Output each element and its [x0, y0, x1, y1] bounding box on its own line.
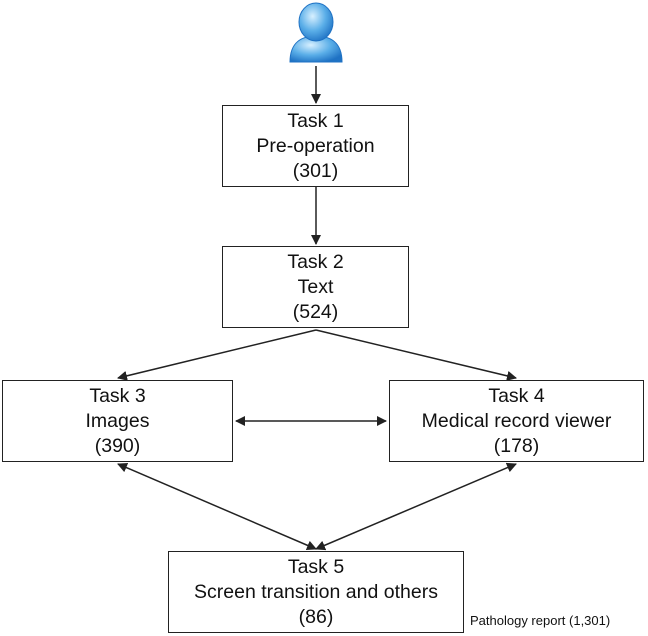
user-icon	[289, 2, 343, 63]
task-5-box: Task 5 Screen transition and others (86)	[168, 551, 464, 633]
task-2-box: Task 2 Text (524)	[222, 246, 409, 328]
task-1-subtitle: Pre-operation	[256, 134, 375, 157]
task-5-count: (86)	[298, 605, 334, 628]
task-3-subtitle: Images	[85, 409, 150, 432]
task-2-count: (524)	[292, 300, 339, 323]
task-4-box: Task 4 Medical record viewer (178)	[389, 380, 644, 462]
arrow-task2-to-task4	[315, 329, 517, 381]
task-1-title: Task 1	[287, 109, 344, 132]
task-5-title: Task 5	[287, 555, 345, 578]
task-4-subtitle: Medical record viewer	[421, 409, 612, 432]
task-4-count: (178)	[493, 434, 540, 457]
task-2-subtitle: Text	[297, 275, 334, 298]
arrow-task2-to-task3	[117, 329, 317, 381]
task-2-title: Task 2	[287, 250, 344, 273]
task-4-title: Task 4	[488, 384, 545, 407]
task-1-box: Task 1 Pre-operation (301)	[222, 105, 409, 187]
task-5-subtitle: Screen transition and others	[194, 580, 438, 603]
task-3-box: Task 3 Images (390)	[2, 380, 233, 462]
task-3-title: Task 3	[89, 384, 146, 407]
arrow-task4-task5	[315, 462, 517, 551]
arrow-task3-task5	[117, 462, 317, 551]
task-3-count: (390)	[94, 434, 141, 457]
task-1-count: (301)	[292, 159, 339, 182]
pathology-report-note: Pathology report (1,301)	[470, 613, 611, 628]
